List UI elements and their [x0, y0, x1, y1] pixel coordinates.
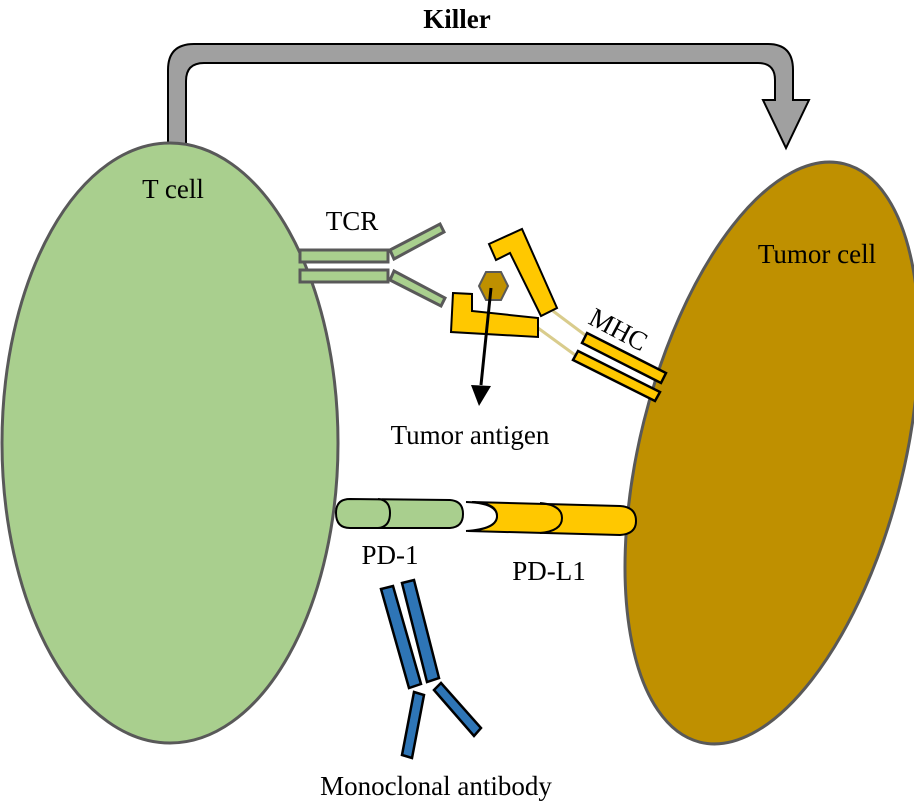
pd1-label: PD-1	[361, 540, 418, 570]
pdl1-ligand	[465, 501, 638, 537]
tumor-cell-label: Tumor cell	[758, 239, 876, 269]
tcr-label: TCR	[326, 206, 379, 236]
mhc-anchor	[571, 331, 668, 403]
mhc-link-upper	[552, 309, 586, 337]
pdl1-label: PD-L1	[512, 556, 586, 586]
mhc-link-lower	[537, 326, 576, 357]
monoclonal-antibody-icon	[379, 578, 483, 760]
mhc-alpha-chain	[487, 227, 559, 318]
tumor-antigen-label: Tumor antigen	[391, 420, 550, 450]
mhc-beta-chain	[449, 291, 539, 339]
t-cell	[0, 141, 340, 745]
tcr-receptor	[298, 221, 447, 309]
killer-label: Killer	[423, 4, 490, 34]
arrow-down-icon	[471, 385, 491, 406]
tumor-antigen-icon	[477, 271, 510, 301]
antigen-pointer-line	[479, 287, 493, 386]
killer-arrow-icon	[167, 43, 811, 151]
tumor-cell	[623, 160, 914, 746]
t-cell-label: T cell	[142, 174, 204, 204]
antibody-label: Monoclonal antibody	[320, 771, 552, 801]
pd1-receptor	[334, 497, 465, 529]
